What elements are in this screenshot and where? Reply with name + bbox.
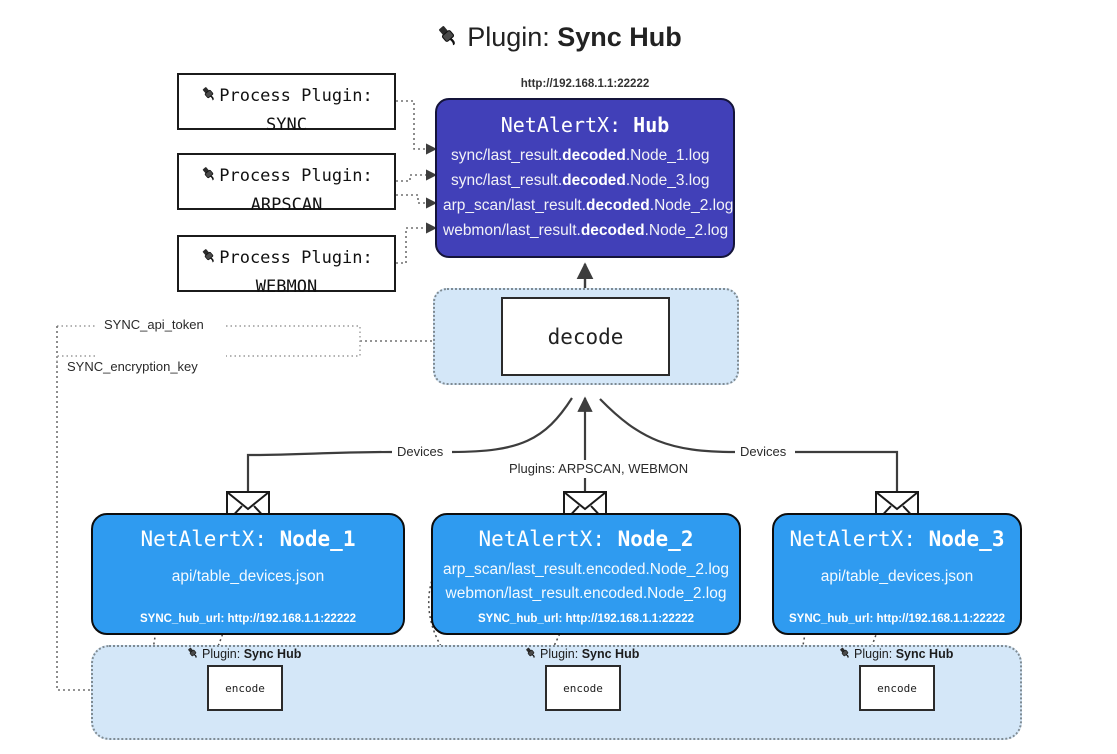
encoder-tag-name: Sync Hub (895, 647, 954, 661)
node-title: NetAlertX: Node_3 (774, 527, 1020, 551)
node-title-name: Node_2 (617, 527, 694, 551)
encode-box-node2[interactable]: encode (545, 665, 621, 711)
process-plugin-name: ARPSCAN (250, 195, 323, 215)
process-plugin-label: Process Plugin: (219, 248, 373, 268)
node-box-node3[interactable]: NetAlertX: Node_3 api/table_devices.json… (772, 513, 1022, 635)
plug-icon (186, 646, 200, 663)
log-em: decoded (580, 222, 645, 239)
hub-title-name: Hub (633, 113, 670, 137)
node-title-prefix: NetAlertX: (140, 527, 280, 551)
encoder-plugin-tag-node3: Plugin: Sync Hub (838, 646, 953, 663)
page-title: Plugin: Sync Hub (0, 18, 1117, 59)
encoder-tag-prefix: Plugin: (202, 647, 244, 661)
hub-log-line: webmon/last_result.decoded.Node_2.log (437, 218, 733, 243)
node-hub-url: SYNC_hub_url: http://192.168.1.1:22222 (139, 613, 357, 625)
encoder-plugin-tag-node1: Plugin: Sync Hub (186, 646, 301, 663)
edge-label-devices-left: Devices (393, 444, 448, 459)
log-post: .Node_1.log (625, 147, 710, 164)
page-title-name: Sync Hub (557, 22, 682, 52)
node-resource-line: arp_scan/last_result.encoded.Node_2.log (442, 561, 730, 578)
node-resource-line: webmon/last_result.encoded.Node_2.log (445, 585, 727, 602)
log-em: decoded (562, 147, 626, 164)
encode-box-node3[interactable]: encode (859, 665, 935, 711)
log-post: .Node_3.log (625, 172, 710, 189)
node-title: NetAlertX: Node_2 (433, 527, 739, 551)
hub-log-line: sync/last_result.decoded.Node_1.log (437, 143, 733, 168)
log-em: decoded (586, 197, 650, 214)
node-resource-line: api/table_devices.json (171, 568, 325, 585)
node-hub-url: SYNC_hub_url: http://192.168.1.1:22222 (477, 613, 695, 625)
log-pre: arp_scan/last_result. (443, 197, 587, 214)
hub-url: http://192.168.1.1:22222 (520, 78, 650, 90)
edge-label-devices-right: Devices (736, 444, 791, 459)
plug-icon (200, 165, 218, 192)
plug-icon (838, 646, 852, 663)
hub-box[interactable]: NetAlertX: Hub sync/last_result.decoded.… (435, 98, 735, 258)
log-post: .Node_2.log (644, 222, 729, 239)
log-post: .Node_2.log (649, 197, 734, 214)
process-plugin-name: WEBMON (255, 277, 318, 297)
hub-log-line: arp_scan/last_result.decoded.Node_2.log (437, 193, 733, 218)
node-title: NetAlertX: Node_1 (93, 527, 403, 551)
log-pre: sync/last_result. (451, 172, 563, 189)
node-hub-url: SYNC_hub_url: http://192.168.1.1:22222 (788, 613, 1006, 625)
encode-box-node1[interactable]: encode (207, 665, 283, 711)
setting-encryption-key: SYNC_encryption_key (63, 359, 202, 374)
node-title-prefix: NetAlertX: (789, 527, 929, 551)
node-title-name: Node_1 (279, 527, 356, 551)
node-box-node2[interactable]: NetAlertX: Node_2 arp_scan/last_result.e… (431, 513, 741, 635)
encoder-tag-prefix: Plugin: (540, 647, 582, 661)
page-title-prefix: Plugin: (467, 22, 558, 52)
log-pre: sync/last_result. (451, 147, 563, 164)
node-title-name: Node_3 (928, 527, 1005, 551)
plug-icon (200, 85, 218, 112)
process-plugin-label: Process Plugin: (219, 166, 373, 186)
encoder-plugin-tag-node2: Plugin: Sync Hub (524, 646, 639, 663)
process-plugin-name: SYNC (266, 115, 307, 135)
hub-title: NetAlertX: Hub (437, 113, 733, 137)
process-plugin-box-webmon[interactable]: Process Plugin: WEBMON (177, 235, 396, 297)
edge-label-plugins-center: Plugins: ARPSCAN, WEBMON (505, 461, 693, 476)
process-plugin-box-arpscan[interactable]: Process Plugin: ARPSCAN (177, 153, 396, 215)
node-box-node1[interactable]: NetAlertX: Node_1 api/table_devices.json… (91, 513, 405, 635)
process-plugin-box-sync[interactable]: Process Plugin: SYNC (177, 73, 396, 135)
plug-icon (200, 247, 218, 274)
encoder-tag-prefix: Plugin: (854, 647, 896, 661)
log-pre: webmon/last_result. (443, 222, 581, 239)
process-plugin-label: Process Plugin: (219, 86, 373, 106)
decode-box[interactable]: decode (501, 297, 670, 376)
log-em: decoded (562, 172, 626, 189)
hub-title-prefix: NetAlertX: (500, 113, 634, 137)
encoder-tag-name: Sync Hub (581, 647, 640, 661)
plug-icon (524, 646, 538, 663)
hub-log-line: sync/last_result.decoded.Node_3.log (437, 168, 733, 193)
node-title-prefix: NetAlertX: (478, 527, 618, 551)
plug-icon (435, 21, 461, 59)
node-resource-line: api/table_devices.json (820, 568, 974, 585)
setting-api-token: SYNC_api_token (100, 317, 208, 332)
encoder-tag-name: Sync Hub (243, 647, 302, 661)
